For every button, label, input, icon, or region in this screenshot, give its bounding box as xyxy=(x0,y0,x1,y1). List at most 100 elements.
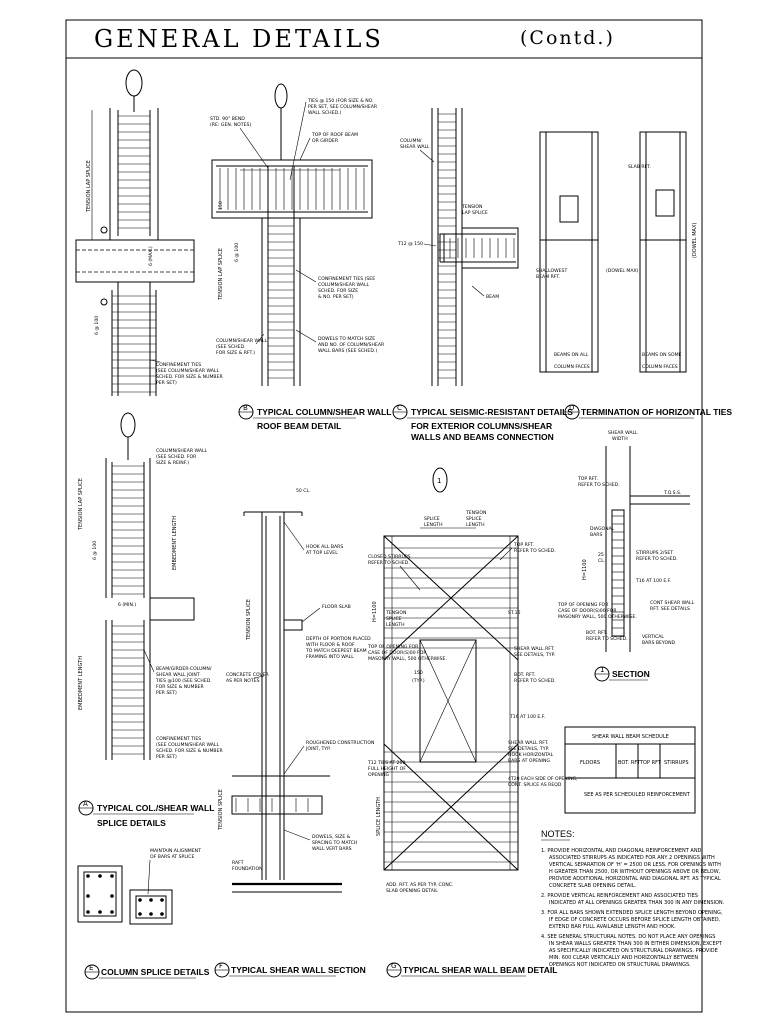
f-rough1: ROUGHENED CONSTRUCTION xyxy=(306,740,374,746)
note-line: IN SHEAR WALLS GREATER THAN 300 IN EITHE… xyxy=(549,941,723,947)
g-add2: SLAB OPENING DETAIL xyxy=(386,888,438,894)
g-t16: T16 AT 100 E.F. xyxy=(509,714,545,720)
b-top2: OR GIRDER xyxy=(312,138,339,144)
b-tension: TENSION LAP SPLICE xyxy=(218,248,224,301)
g-dim150: 150 xyxy=(414,670,423,676)
g-sw1: SHEAR WALL RFT. xyxy=(508,740,549,746)
g-splice1: SPLICE xyxy=(424,516,440,522)
a-colwall: COLUMN/SHEAR WALL xyxy=(156,448,208,454)
s1-toss: T.O.S.S. xyxy=(663,490,681,496)
column-gridline-bubble xyxy=(125,69,143,97)
f-depth3: TO MATCH DEEPEST BEAM xyxy=(305,648,367,654)
b-col3: FOR SIZE & RFT.) xyxy=(216,350,255,356)
b-std-bend2: (RE: GEN. NOTES) xyxy=(210,122,251,128)
f-floor: FLOOR SLAB xyxy=(322,604,351,610)
g-sw4: BARS AT OPENING xyxy=(508,758,550,764)
column-gridline-bubble xyxy=(120,412,136,438)
f-hook1: HOOK ALL BARS xyxy=(306,544,343,550)
note-line: ASSOCIATED STIRRUPS AS INDICATED FOR ANY… xyxy=(549,855,715,861)
b-dow2: AND NO. OF COLUMN/SHEAR xyxy=(318,342,385,348)
sheet-title: GENERAL DETAILS xyxy=(94,25,384,53)
b-spacing: 6 @ 100 xyxy=(234,243,240,262)
s1-topop2: CASE OF DOOR(S)00 FOR xyxy=(558,608,617,614)
notes-block: NOTES: 1. PROVIDE HORIZONTAL AND DIAGONA… xyxy=(541,829,725,968)
detail-e: MAINTAIN ALIGNMENT OF BARS AT SPLICE E C… xyxy=(77,848,210,980)
g-tsplice3: LENGTH xyxy=(386,622,405,628)
b-std-bend1: STD. 90° BEND xyxy=(210,116,245,122)
c-col2: SHEAR WALL xyxy=(400,144,430,150)
f-raft2: FOUNDATION xyxy=(232,866,263,872)
detail-f-title: TYPICAL SHEAR WALL SECTION xyxy=(231,965,366,975)
schedule-header-floors: FLOORS xyxy=(580,760,600,766)
rebar-dot xyxy=(98,910,102,914)
f-depth4: FRAMING INTO WALL xyxy=(306,654,354,660)
b-conf2: COLUMN/SHEAR WALL xyxy=(318,282,370,288)
b-ties1: TIES @ 150 (FOR SIZE & NO. xyxy=(307,98,374,104)
b-conf3: SCHED. FOR SIZE xyxy=(318,288,358,294)
d-cap1b: COLUMN FACES xyxy=(554,364,590,370)
note-line: CONCRETE SLAB OPENING DETAIL. xyxy=(549,883,636,889)
note-line: AS SPECIFICALLY INDICATED ON STRUCTURAL … xyxy=(549,948,718,954)
detail-g-title: TYPICAL SHEAR WALL BEAM DETAIL xyxy=(403,965,557,975)
a-colwall3: SIZE & REINF.) xyxy=(156,460,189,466)
g-h1100: H=1100 xyxy=(372,601,378,622)
note-line: H GREATER THAN 2500, OR WITHOUT OPENINGS… xyxy=(549,869,721,875)
detail-c-title: TYPICAL SEISMIC-RESISTANT DETAILS xyxy=(411,407,573,417)
f-raft1: RAFT xyxy=(232,860,244,866)
a-colwall2: (SEE SCHED. FOR xyxy=(156,454,197,460)
g-tsplice1: TENSION xyxy=(385,610,406,616)
g-topop1: TOP OF OPENING FOR xyxy=(367,644,419,650)
note-line: 2. PROVIDE VERTICAL REINFORCEMENT AND AS… xyxy=(541,893,698,899)
s1-topop1: TOP OF OPENING FOR xyxy=(557,602,609,608)
g-closed1: CLOSED STIRRUPS xyxy=(368,554,411,560)
schedule-header-stirrups: STIRRUPS xyxy=(664,760,689,766)
d-cap2b: COLUMN FACES xyxy=(642,364,678,370)
rebar-dot xyxy=(98,874,102,878)
s1-toprft2: REFER TO SCHED. xyxy=(578,482,620,488)
rebar-dot xyxy=(86,874,90,878)
g-toprft1: TOP RFT. xyxy=(513,542,534,548)
detail-section-1: SHEAR WALL WIDTH TOP RFT. REFER TO SCHED… xyxy=(557,430,695,682)
f-rough2: JOINT, TYP. xyxy=(305,746,331,752)
c-beam: BEAM xyxy=(486,294,499,300)
d-dimmax2: (DOWEL MAX) xyxy=(692,223,698,258)
detail-f: 50 CL. HOOK ALL BARS AT TOP LEVEL FLOOR … xyxy=(214,488,374,978)
rebar-dot xyxy=(160,898,164,902)
schedule-note: SEE AS PER SCHEDULED REINFORCEMENT xyxy=(584,792,691,798)
s1-shear2: WIDTH xyxy=(612,436,628,442)
s1-cont1: CONT SHEAR WALL xyxy=(650,600,695,606)
f-cover1: CONCRETE COVER xyxy=(226,672,270,678)
a-conf4: PER SET) xyxy=(156,754,177,760)
detail-e-title: COLUMN SPLICE DETAILS xyxy=(101,967,210,977)
schedule-title: SHEAR WALL BEAM SCHEDULE xyxy=(592,734,669,740)
g-cut-1: 1 xyxy=(437,477,441,485)
detail-c-title3: WALLS AND BEAMS CONNECTION xyxy=(411,432,554,442)
rebar-dot xyxy=(110,874,114,878)
section-1-title: SECTION xyxy=(612,669,650,679)
a-beam2: SHEAR WALL JOINT xyxy=(156,672,200,678)
note-line: OPENINGS NOT INDICATED ON STRUCTURAL DRA… xyxy=(549,962,691,968)
g-t12b: FULL HEIGHT OF xyxy=(368,766,406,772)
a-embed: EMBEDMENT LENGTH xyxy=(78,656,84,710)
s1-h1100: H=1100 xyxy=(582,559,588,580)
e-maint2: OF BARS AT SPLICE xyxy=(150,854,194,860)
d-cap1a: BEAMS ON ALL xyxy=(554,352,589,358)
a-min6: 6 (MIN.) xyxy=(118,602,136,608)
g-bot2: REFER TO SCHED. xyxy=(514,678,556,684)
c-col1: COLUMN/ xyxy=(400,138,422,144)
g-t12c: OPENING xyxy=(368,772,390,778)
f-cover2: AS PER NOTES xyxy=(226,678,260,684)
g-tension2: SPLICE xyxy=(466,516,482,522)
g-bot1: BOT. RFT. xyxy=(514,672,535,678)
note-line: 3. FOR ALL BARS SHOWN EXTENDED SPLICE LE… xyxy=(541,910,723,916)
d-cap2a: BEAMS ON SOME xyxy=(642,352,682,358)
b-ties2: PER SET, SEE COLUMN/SHEAR xyxy=(308,104,378,110)
a-top-conf1: CONFINEMENT TIES xyxy=(156,362,201,368)
g-each2: CONT. SPLICE AS REQD xyxy=(508,782,562,788)
detail-g: 1 SPLICE LENGTH TENSION SPLICE LENGTH CL… xyxy=(367,467,578,978)
a-conf3: SCHED. FOR SIZE & NUMBER xyxy=(156,748,223,754)
b-dow1: DOWELS TO MATCH SIZE xyxy=(318,336,375,342)
d-shallow1: SHALLOWEST xyxy=(536,268,567,274)
a-beam4: FOR SIZE & NUMBER xyxy=(156,684,205,690)
